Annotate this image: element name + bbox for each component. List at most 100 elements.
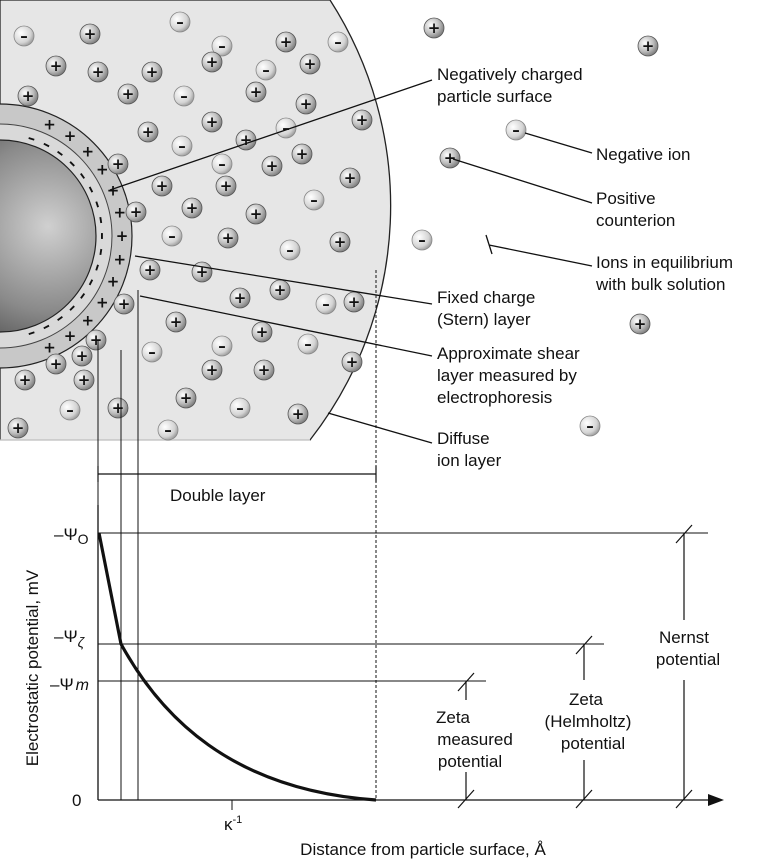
minus-sign: –	[236, 399, 244, 417]
label-zeta-measured-3: potential	[438, 752, 502, 771]
stern-plus-sign: +	[82, 142, 95, 160]
plus-sign: +	[84, 25, 97, 43]
plus-sign: +	[444, 149, 457, 167]
x-axis-arrow	[708, 794, 724, 806]
plus-sign: +	[348, 293, 361, 311]
minus-sign: –	[20, 27, 28, 45]
positive-ion: +	[45, 55, 67, 77]
positive-ion: +	[7, 417, 29, 439]
potential-curve	[97, 532, 377, 802]
label-neg-surface-1: Negatively charged	[437, 65, 583, 84]
minus-sign: –	[512, 121, 520, 139]
x-axis-label: Distance from particle surface, Å	[300, 840, 546, 859]
potential-levels	[98, 532, 708, 682]
plus-sign: +	[50, 57, 63, 75]
stern-plus-sign: +	[64, 327, 77, 345]
negative-ion: –	[211, 35, 233, 57]
label-stern-2: (Stern) layer	[437, 310, 531, 329]
stern-plus-sign: +	[96, 293, 109, 311]
minus-sign: –	[148, 343, 156, 361]
positive-ion: +	[217, 227, 239, 249]
positive-ion: +	[245, 203, 267, 225]
plus-sign: +	[250, 205, 263, 223]
positive-ion: +	[253, 359, 275, 381]
positive-ion: +	[125, 201, 147, 223]
plus-sign: +	[146, 63, 159, 81]
negative-ion: –	[13, 25, 35, 47]
negative-ion: –	[141, 341, 163, 363]
minus-sign: –	[66, 401, 74, 419]
label-zeta-measured-1: Zeta	[436, 708, 471, 727]
negative-ion: –	[161, 225, 183, 247]
positive-ion: +	[291, 143, 313, 165]
negative-ion: –	[171, 135, 193, 157]
label-nernst-2: potential	[656, 650, 720, 669]
positive-ion: +	[151, 175, 173, 197]
positive-ion: +	[295, 93, 317, 115]
minus-sign: –	[322, 295, 330, 313]
minus-sign: –	[168, 227, 176, 245]
positive-ion: +	[201, 359, 223, 381]
upper-labels: Negatively charged particle surface Nega…	[437, 65, 733, 470]
plus-sign: +	[274, 281, 287, 299]
positive-ion: +	[215, 175, 237, 197]
positive-ion: +	[629, 313, 651, 335]
negative-ion: –	[327, 31, 349, 53]
minus-sign: –	[304, 335, 312, 353]
plus-sign: +	[22, 87, 35, 105]
minus-sign: –	[180, 87, 188, 105]
surface-minus-sign: –	[92, 215, 111, 225]
positive-ion: +	[141, 61, 163, 83]
plus-sign: +	[292, 405, 305, 423]
positive-ion: +	[137, 121, 159, 143]
positive-ion: +	[423, 17, 445, 39]
negative-ion: –	[255, 59, 277, 81]
label-double-layer: Double layer	[170, 486, 266, 505]
positive-ion: +	[251, 321, 273, 343]
positive-ion: +	[341, 351, 363, 373]
plus-sign: +	[92, 63, 105, 81]
positive-ion: +	[85, 329, 107, 351]
surface-minus-sign: –	[94, 232, 112, 240]
ytick-zero: 0	[72, 791, 81, 810]
positive-ion: +	[229, 287, 251, 309]
negative-ion: –	[411, 229, 433, 251]
positive-ion: +	[191, 261, 213, 283]
positive-ion: +	[17, 85, 39, 107]
minus-sign: –	[586, 417, 594, 435]
plus-sign: +	[76, 347, 89, 365]
label-shear-3: electrophoresis	[437, 388, 552, 407]
axes	[97, 505, 712, 801]
positive-ion: +	[73, 369, 95, 391]
label-equilibrium-2: with bulk solution	[595, 275, 725, 294]
minus-sign: –	[282, 119, 290, 137]
plus-sign: +	[180, 389, 193, 407]
stern-plus-sign: +	[43, 339, 56, 357]
plus-sign: +	[122, 85, 135, 103]
negative-ion: –	[169, 11, 191, 33]
positive-ion: +	[269, 279, 291, 301]
positive-ion: +	[14, 369, 36, 391]
stern-plus-sign: +	[64, 127, 77, 145]
minus-sign: –	[178, 137, 186, 155]
positive-ion: +	[245, 81, 267, 103]
plus-sign: +	[258, 361, 271, 379]
label-zeta-helmholtz-3: potential	[561, 734, 625, 753]
plus-sign: +	[250, 83, 263, 101]
ions: –+––+–++++++–+++–+++–++–+–++++–+++++–+–+…	[7, 11, 659, 441]
plus-sign: +	[206, 113, 219, 131]
negative-ion: –	[157, 419, 179, 441]
plus-sign: +	[300, 95, 313, 113]
double-layer-bracket	[97, 466, 377, 482]
positive-ion: +	[287, 403, 309, 425]
plus-sign: +	[130, 203, 143, 221]
plus-sign: +	[186, 199, 199, 217]
plus-sign: +	[356, 111, 369, 129]
positive-ion: +	[201, 51, 223, 73]
ytick-psizeta: –Ψζ	[54, 627, 86, 650]
plus-sign: +	[222, 229, 235, 247]
plus-sign: +	[19, 371, 32, 389]
positive-ion: +	[165, 311, 187, 333]
label-shear-1: Approximate shear	[437, 344, 580, 363]
stern-plus-sign: +	[114, 204, 127, 222]
